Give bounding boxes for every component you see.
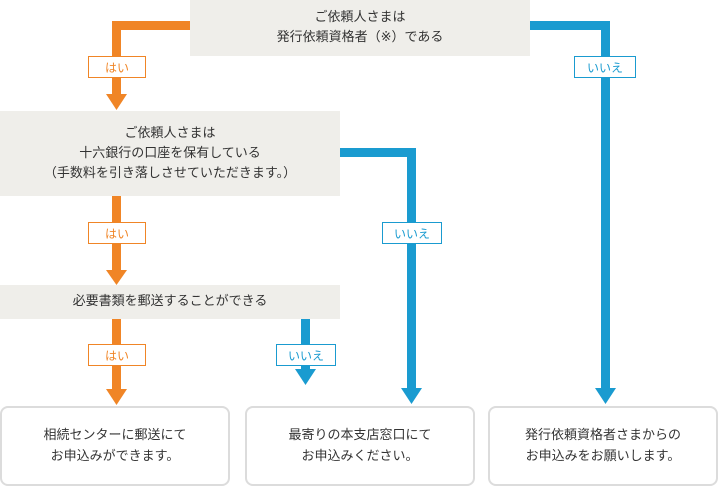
no-arrowhead-r3 bbox=[595, 388, 616, 404]
result-box-apply-at-branch: 最寄りの本支店窓口にて お申込みください。 bbox=[245, 406, 475, 486]
no-label-q3: いいえ bbox=[276, 344, 336, 366]
question-text-line: 必要書類を郵送することができる bbox=[72, 294, 268, 309]
no-label-q1: いいえ bbox=[574, 56, 636, 78]
no-label-q2: いいえ bbox=[382, 222, 442, 244]
question-text-line: 十六銀行の口座を保有している bbox=[79, 145, 261, 161]
result-text-line: 最寄りの本支店窓口にて bbox=[288, 428, 432, 443]
result-text-line: お申込みをお願いします。 bbox=[525, 449, 681, 464]
question-box-qualified-requester: ご依頼人さまは 発行依頼資格者（※）である bbox=[190, 0, 530, 56]
yes-arrowhead-q2 bbox=[106, 94, 127, 110]
question-text-line: ご依頼人さまは bbox=[124, 125, 216, 141]
yes-line-q1-horizontal bbox=[112, 21, 192, 30]
question-text-line: ご依頼人さまは bbox=[314, 10, 406, 25]
no-arrowhead-r2-from-q3 bbox=[295, 369, 316, 385]
question-box-has-account: ご依頼人さまは 十六銀行の口座を保有している （手数料を引き落しさせていただきま… bbox=[0, 111, 340, 196]
no-connectors bbox=[295, 21, 616, 404]
result-text-line: 相続センターに郵送にて bbox=[43, 428, 187, 443]
result-box-request-from-qualified-person: 発行依頼資格者さまからの お申込みをお願いします。 bbox=[488, 406, 718, 486]
result-box-mail-to-inheritance-center: 相続センターに郵送にて お申込みができます。 bbox=[0, 406, 230, 486]
no-line-q2-horizontal bbox=[340, 148, 416, 157]
result-text-line: お申込みください。 bbox=[301, 449, 419, 464]
question-text-line: （手数料を引き落しさせていただきます。） bbox=[43, 165, 297, 181]
no-line-q1-horizontal bbox=[530, 21, 610, 30]
question-box-can-mail-documents: 必要書類を郵送することができる bbox=[0, 285, 340, 319]
result-text-line: 発行依頼資格者さまからの bbox=[524, 428, 681, 443]
yes-label-q1: はい bbox=[88, 56, 146, 78]
question-text-line: 発行依頼資格者（※）である bbox=[276, 30, 444, 45]
no-line-q2-vertical bbox=[407, 148, 416, 391]
yes-label-q2: はい bbox=[88, 222, 146, 244]
no-line-q1-vertical bbox=[601, 21, 610, 391]
no-arrowhead-r2-from-q2 bbox=[401, 388, 422, 404]
yes-arrowhead-q3 bbox=[106, 270, 127, 285]
yes-label-q3: はい bbox=[88, 344, 146, 366]
yes-arrowhead-r1 bbox=[106, 389, 127, 405]
result-text-line: お申込みができます。 bbox=[50, 449, 180, 464]
